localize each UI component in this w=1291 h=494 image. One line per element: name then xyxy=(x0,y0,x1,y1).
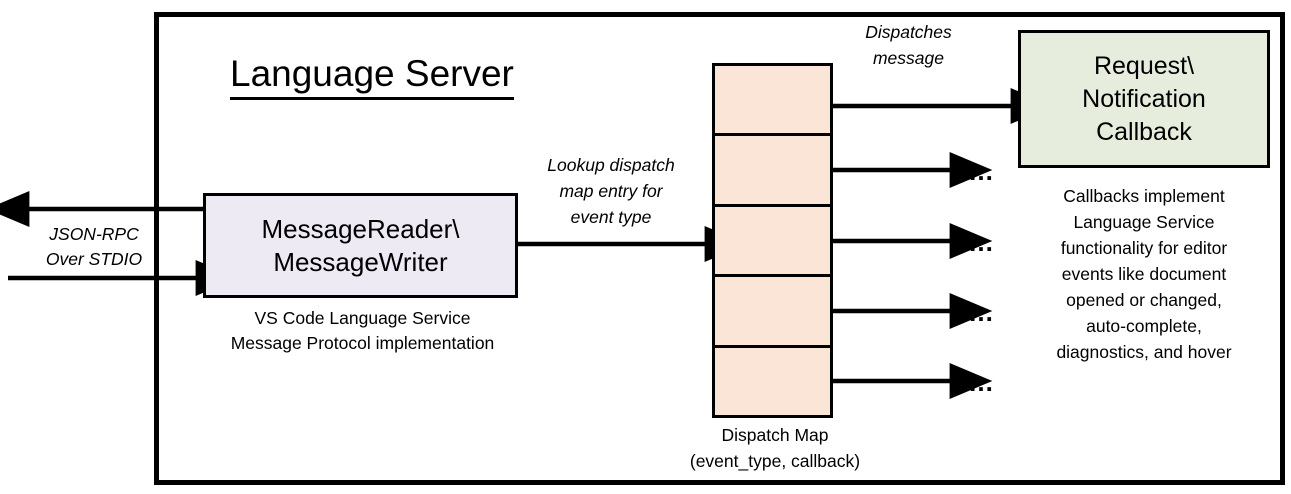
json-rpc-label-line1: JSON-RPC xyxy=(49,224,139,244)
callback-desc-line1: Callbacks implement xyxy=(1063,186,1225,206)
callback-box-line1: Request\ xyxy=(1093,51,1195,80)
callback-desc-line5: opened or changed, xyxy=(1066,290,1222,310)
dispatch-map-table[interactable] xyxy=(712,63,833,418)
callback-box-line2: Notification xyxy=(1082,84,1206,113)
request-notification-callback-box[interactable]: Request\ Notification Callback xyxy=(1018,30,1270,168)
dispatch-map-cell-3[interactable] xyxy=(715,206,830,278)
callback-desc-line3: functionality for editor xyxy=(1060,238,1228,258)
callback-desc-line2: Language Service xyxy=(1073,212,1215,232)
dispatches-message-label: Dispatches message xyxy=(836,19,981,71)
dispatch-map-caption: Dispatch Map (event_type, callback) xyxy=(655,422,895,474)
callback-description: Callbacks implement Language Service fun… xyxy=(1008,183,1280,365)
lookup-label-line3: event type xyxy=(570,207,652,227)
dispatch-map-cell-2[interactable] xyxy=(715,136,830,207)
callback-box-line3: Callback xyxy=(1096,117,1192,146)
language-server-frame xyxy=(154,12,1285,485)
caption-line2: Message Protocol implementation xyxy=(230,333,495,353)
dispatch-map-caption-line2: (event_type, callback) xyxy=(689,451,861,471)
dispatch-map-cell-5[interactable] xyxy=(715,347,830,416)
ellipsis-row-2: … xyxy=(968,156,997,186)
ellipsis-row-3: … xyxy=(968,227,997,257)
ellipsis-row-5: … xyxy=(968,367,997,397)
lookup-dispatch-label: Lookup dispatch map entry for event type xyxy=(516,152,706,230)
lookup-label-line1: Lookup dispatch xyxy=(547,155,675,175)
message-writer-label: MessageWriter xyxy=(273,246,448,277)
caption-line1: VS Code Language Service xyxy=(254,308,471,328)
dispatch-map-caption-line1: Dispatch Map xyxy=(721,425,829,445)
message-reader-label: MessageReader\ xyxy=(261,213,460,244)
dispatches-label-line1: Dispatches xyxy=(865,22,952,42)
dispatch-map-cell-1[interactable] xyxy=(715,66,830,137)
callback-desc-line4: events like document xyxy=(1061,264,1227,284)
dispatch-map-cell-4[interactable] xyxy=(715,277,830,348)
message-reader-writer-caption: VS Code Language Service Message Protoco… xyxy=(190,306,535,356)
json-rpc-label-line2: Over STDIO xyxy=(45,249,143,269)
callback-desc-line6: auto-complete, xyxy=(1086,316,1202,336)
message-reader-writer-box[interactable]: MessageReader\ MessageWriter xyxy=(203,193,518,298)
page-title: Language Server xyxy=(230,52,514,100)
lookup-label-line2: map entry for xyxy=(559,181,663,201)
ellipsis-row-4: … xyxy=(968,297,997,327)
json-rpc-label: JSON-RPC Over STDIO xyxy=(24,222,164,272)
callback-desc-line7: diagnostics, and hover xyxy=(1056,342,1232,362)
dispatches-label-line2: message xyxy=(872,48,944,68)
